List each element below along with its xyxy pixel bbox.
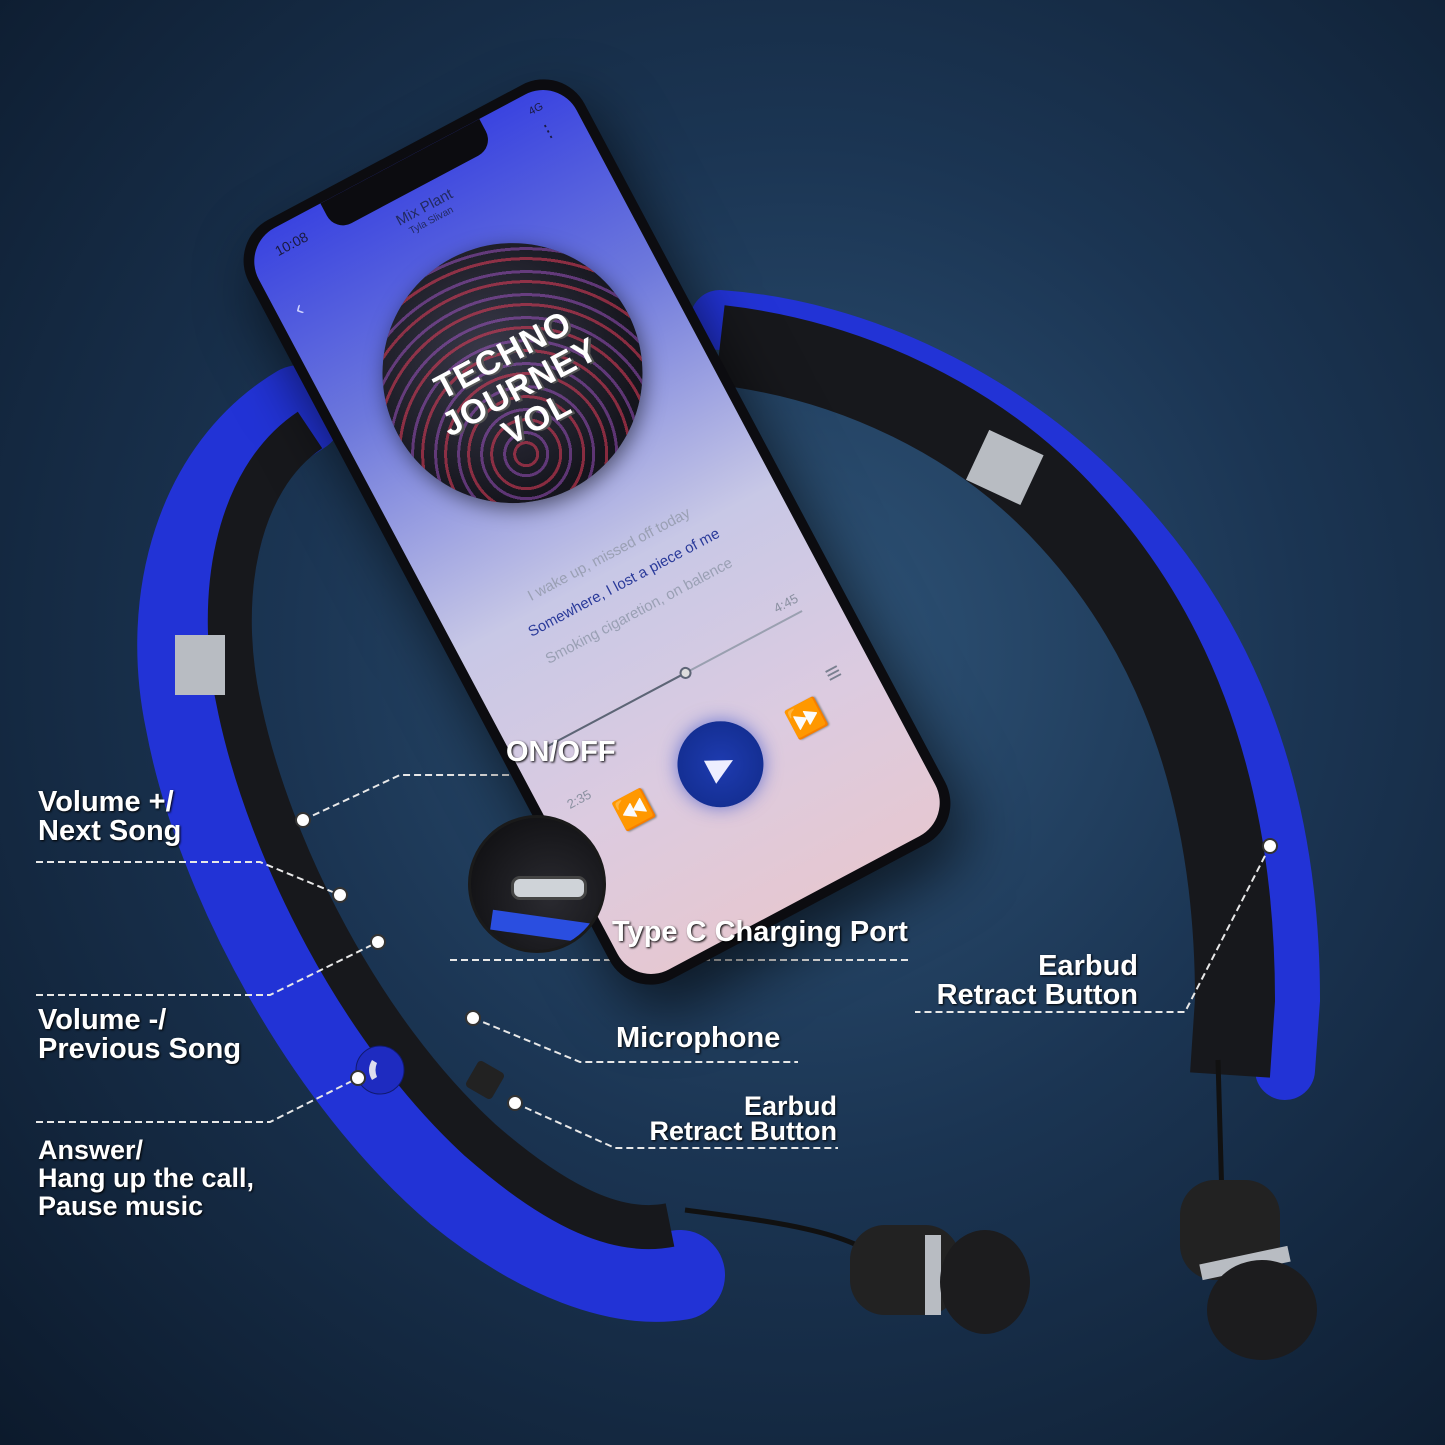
label-line: Next Song (38, 815, 182, 847)
left-retract-button (465, 1060, 505, 1100)
network-indicator: 4G (526, 100, 546, 118)
usb-c-port (511, 876, 587, 900)
label-line: Pause music (38, 1191, 204, 1221)
rewind-icon[interactable]: ⏪ (609, 786, 659, 834)
label-microphone: Microphone (616, 1022, 781, 1054)
left-earbud (850, 1225, 1030, 1334)
label-type-c: Type C Charging Port (612, 916, 908, 948)
label-answer: Answer/ Hang up the call, Pause music (38, 1136, 254, 1220)
right-hinge (965, 429, 1044, 506)
call-button (355, 1045, 405, 1095)
label-line: Retract Button (649, 1116, 838, 1146)
label-line: Retract Button (936, 979, 1138, 1011)
play-button[interactable]: ▶ (662, 706, 779, 823)
fast-forward-icon[interactable]: ⏩ (782, 695, 831, 742)
label-line: Earbud (1038, 950, 1138, 982)
label-line: Hang up the call, (38, 1163, 255, 1193)
neckband-left-arm (137, 365, 725, 1322)
status-time: 10:08 (272, 228, 311, 260)
right-earbud (1180, 1180, 1317, 1360)
label-line: Earbud (743, 1091, 837, 1121)
label-on-off: ON/OFF (506, 736, 616, 768)
lyrics: I wake up, missed off today Somewhere, I… (469, 470, 779, 696)
progress-knob[interactable] (676, 665, 694, 682)
label-line: Answer/ (38, 1135, 144, 1165)
label-volume-down: Volume -/ Previous Song (38, 1006, 241, 1064)
label-earbud-retract-right: Earbud Retract Button (914, 952, 1138, 1010)
play-icon: ▶ (700, 741, 741, 788)
phone-icon (369, 1060, 377, 1080)
type-c-port-closeup (468, 815, 606, 953)
label-earbud-retract-left: Earbud Retract Button (615, 1091, 838, 1146)
left-hinge (175, 635, 225, 695)
label-line: Previous Song (38, 1033, 242, 1065)
label-line: Volume -/ (38, 1004, 167, 1036)
label-volume-up: Volume +/ Next Song (38, 788, 181, 846)
album-art: TECHNO JOURNEY VOL (336, 197, 689, 549)
label-line: Volume +/ (38, 786, 174, 818)
